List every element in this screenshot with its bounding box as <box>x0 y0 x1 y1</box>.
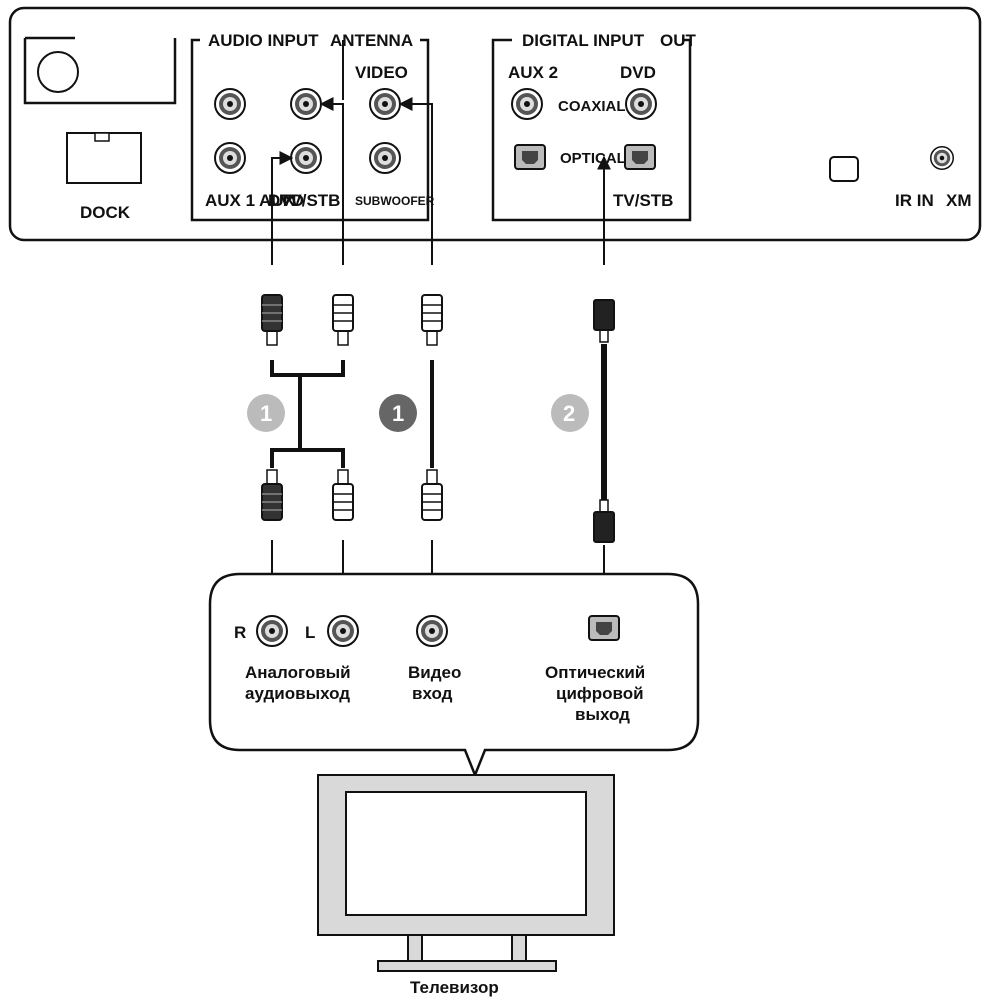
subwoofer-jack <box>369 142 401 174</box>
tv-audio-l-jack <box>327 615 359 647</box>
red-rca-plug-bottom <box>261 469 283 521</box>
aux1-top-jack <box>214 88 246 120</box>
aux-overlap-label: AUX <box>259 191 296 210</box>
cables: 1 1 2 <box>247 97 615 602</box>
tv-stand-right-leg <box>511 934 527 962</box>
tv-label: Телевизор <box>410 978 499 997</box>
ir-in-jack <box>930 146 954 170</box>
video-in-line2: вход <box>412 684 453 703</box>
video-wire-to-receiver <box>398 97 433 265</box>
step-1b-number: 1 <box>392 401 404 426</box>
aux2-coaxial-jack <box>511 88 543 120</box>
tv-optical-out-jack <box>588 615 620 641</box>
step-marker-2: 2 <box>551 394 589 432</box>
dvd-coaxial-jack <box>625 88 657 120</box>
tv-video-in-jack <box>416 615 448 647</box>
video-rca-plug-top <box>421 294 443 346</box>
dvd-top-jack <box>290 88 322 120</box>
digital-input-box <box>491 38 692 222</box>
step-marker-1a: 1 <box>247 394 285 432</box>
tvstb-analog-label: TV/STB <box>280 191 340 210</box>
xm-label: XM <box>946 191 972 210</box>
optical-plug-top <box>593 299 615 343</box>
red-wire-to-receiver <box>271 151 294 265</box>
aux1-label: AUX 1 <box>205 191 255 210</box>
receiver-rear-panel: DOCK AUDIO INPUT ANTENNA VIDEO AUX 1 AUX… <box>8 6 982 242</box>
optical-out-line1: Оптический <box>545 663 645 682</box>
video-top-jack <box>369 88 401 120</box>
tv-connection-panel: R L Аналоговый аудиовыход Видео вход Опт… <box>208 572 700 779</box>
tv-audio-r-jack <box>256 615 288 647</box>
stereo-cable <box>270 360 345 468</box>
white-rca-plug-top <box>332 294 354 346</box>
dvd-overlap-label: DVD <box>268 191 304 210</box>
tv-stand-left-leg <box>407 934 423 962</box>
subwoofer-label: SUBWOOFER <box>355 194 435 208</box>
xm-connector-icon <box>829 156 859 182</box>
analog-out-line2: аудиовыход <box>245 684 350 703</box>
video-rca-plug-bottom <box>421 469 443 521</box>
dock-connector-icon <box>66 132 142 184</box>
l-label: L <box>305 623 315 642</box>
dvd-label: DVD <box>620 63 656 82</box>
white-rca-plug-bottom <box>332 469 354 521</box>
step-marker-1b: 1 <box>379 394 417 432</box>
tv-stand-base <box>377 960 557 972</box>
power-box <box>23 36 177 105</box>
video-label: VIDEO <box>355 63 408 82</box>
step-2-number: 2 <box>563 401 575 426</box>
digital-input-title: DIGITAL INPUT <box>522 31 645 50</box>
aux1-bottom-jack <box>214 142 246 174</box>
coaxial-label: COAXIAL <box>558 98 626 115</box>
optical-tvstb-jack <box>624 144 656 170</box>
tvstb-digital-label: TV/STB <box>613 191 673 210</box>
ir-in-label: IR IN <box>895 191 934 210</box>
tv-screen <box>345 791 587 916</box>
audio-input-title: AUDIO INPUT <box>208 31 319 50</box>
video-in-line1: Видео <box>408 663 461 682</box>
white-wire-to-receiver <box>319 97 344 265</box>
optical-plug-bottom <box>593 499 615 543</box>
optical-out-line2: цифровой <box>556 684 644 703</box>
dock-label: DOCK <box>80 203 131 222</box>
round-button-icon <box>37 51 79 93</box>
out-title: OUT <box>660 31 697 50</box>
antenna-title: ANTENNA <box>330 31 413 50</box>
aux2-label: AUX 2 <box>508 63 558 82</box>
audio-input-box <box>190 38 430 222</box>
analog-out-line1: Аналоговый <box>245 663 351 682</box>
optical-out-line3: выход <box>575 705 630 724</box>
red-rca-plug-top <box>261 294 283 346</box>
receiver-body <box>8 6 982 242</box>
tvstb-analog-jack <box>290 142 322 174</box>
optical-label: OPTICAL <box>560 150 626 167</box>
optical-left-jack <box>514 144 546 170</box>
r-label: R <box>234 623 246 642</box>
step-1a-number: 1 <box>260 401 272 426</box>
television: Телевизор <box>317 774 615 997</box>
